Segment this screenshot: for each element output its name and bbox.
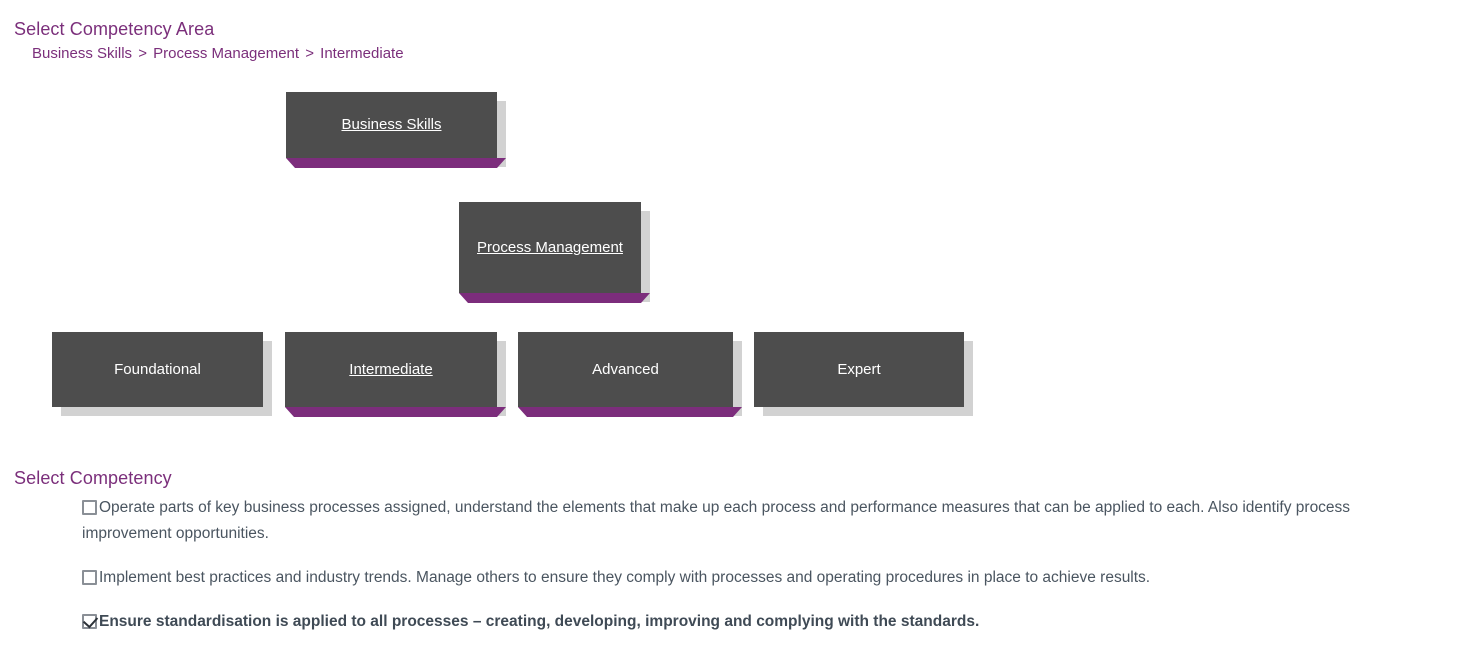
- tile-label: Advanced: [592, 360, 659, 378]
- competency-list-item: Ensure standardisation is applied to all…: [82, 609, 1422, 635]
- competency-label: Operate parts of key business processes …: [82, 499, 1351, 542]
- tile-group-level-3-foundational: Foundational: [52, 332, 272, 416]
- tile-group-level-1: Business Skills: [286, 92, 506, 158]
- tile-label: Foundational: [114, 360, 201, 378]
- tile-label: Intermediate: [349, 360, 433, 378]
- tile-selected-bar: [518, 407, 742, 417]
- breadcrumb: Business Skills > Process Management > I…: [32, 45, 404, 62]
- page-title-competency: Select Competency: [14, 467, 172, 488]
- checkbox-competency-2[interactable]: [82, 570, 97, 585]
- tile-advanced[interactable]: Advanced: [518, 332, 733, 407]
- tile-selected-bar: [286, 158, 506, 168]
- tile-group-level-3-expert: Expert: [754, 332, 973, 416]
- tile-group-level-3-intermediate: Intermediate: [285, 332, 506, 407]
- tile-label: Business Skills: [341, 116, 442, 133]
- tile-label: Expert: [837, 360, 881, 378]
- tile-intermediate[interactable]: Intermediate: [285, 332, 497, 407]
- breadcrumb-separator: >: [305, 45, 314, 62]
- tile-group-level-2: Process Management: [459, 202, 650, 293]
- competency-label: Ensure standardisation is applied to all…: [99, 613, 980, 630]
- tile-selected-bar: [285, 407, 506, 417]
- competency-list-item: Implement best practices and industry tr…: [82, 565, 1422, 591]
- tile-selected-bar: [459, 293, 650, 303]
- tile-label: Process Management: [477, 238, 623, 256]
- checkbox-competency-1[interactable]: [82, 500, 97, 515]
- tile-expert[interactable]: Expert: [754, 332, 964, 407]
- breadcrumb-item-intermediate[interactable]: Intermediate: [320, 45, 404, 62]
- page-title-competency-area: Select Competency Area: [14, 19, 215, 40]
- breadcrumb-item-business-skills[interactable]: Business Skills: [32, 45, 133, 62]
- breadcrumb-item-process-management[interactable]: Process Management: [153, 45, 300, 62]
- competency-list: Operate parts of key business processes …: [82, 495, 1422, 653]
- tile-process-management[interactable]: Process Management: [459, 202, 641, 293]
- tile-foundational[interactable]: Foundational: [52, 332, 263, 407]
- competency-label: Implement best practices and industry tr…: [99, 569, 1151, 586]
- tile-group-level-3-advanced: Advanced: [518, 332, 742, 407]
- breadcrumb-separator: >: [138, 45, 147, 62]
- competency-list-item: Operate parts of key business processes …: [82, 495, 1422, 547]
- checkbox-competency-3[interactable]: [82, 612, 99, 629]
- tile-business-skills[interactable]: Business Skills: [286, 92, 497, 158]
- check-icon: [82, 612, 99, 629]
